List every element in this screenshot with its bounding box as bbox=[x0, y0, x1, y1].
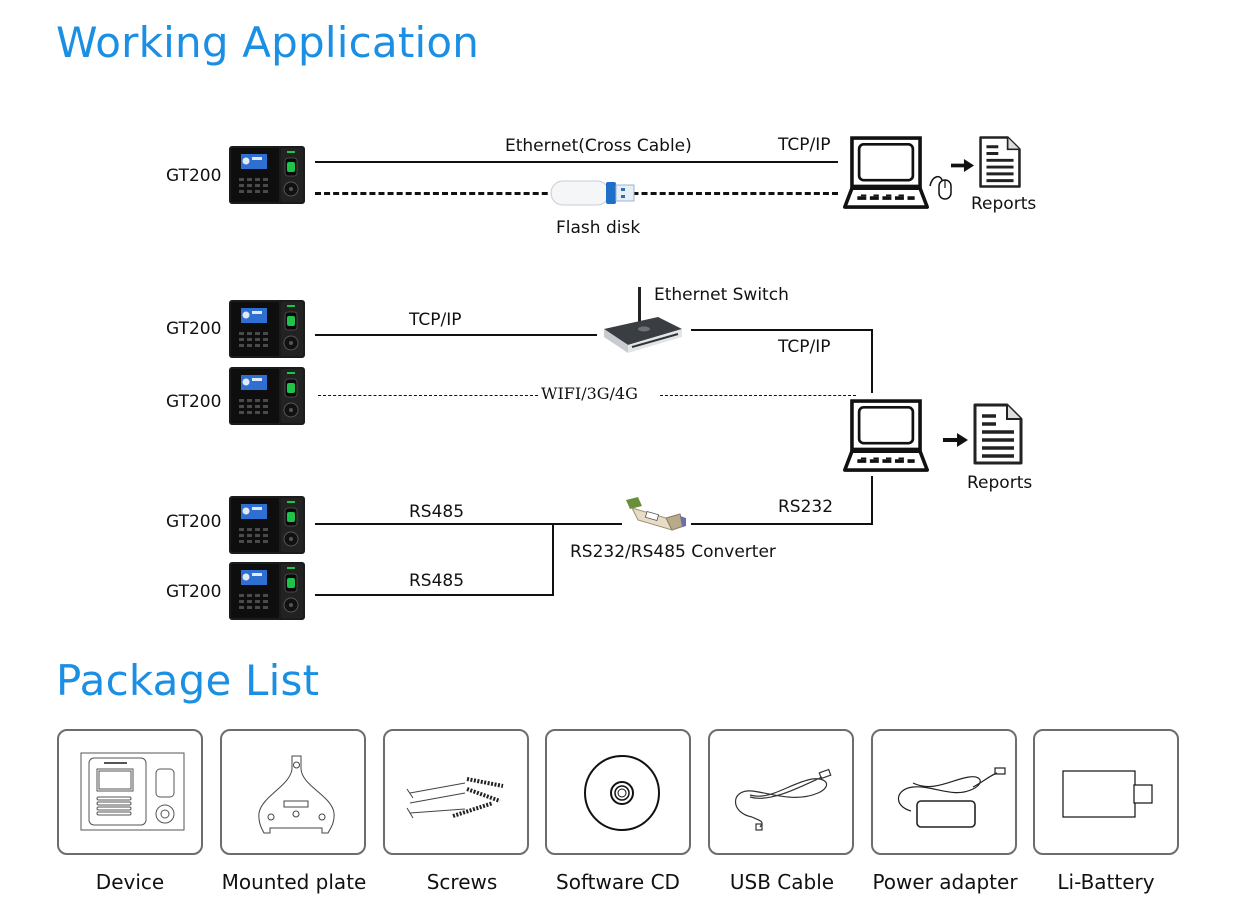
fingerprint-terminal-icon bbox=[229, 496, 305, 554]
package-item-software-cd bbox=[545, 729, 691, 855]
flash-disk-label: Flash disk bbox=[556, 218, 641, 238]
package-item-device bbox=[57, 729, 203, 855]
package-label-device: Device bbox=[95, 870, 165, 894]
arrow-right-icon bbox=[943, 432, 969, 448]
reports-label: Reports bbox=[971, 194, 1037, 214]
device-label: GT200 bbox=[166, 392, 222, 412]
switch-to-pc-line bbox=[871, 329, 873, 393]
device-label: GT200 bbox=[166, 582, 222, 602]
report-document-icon bbox=[978, 134, 1022, 190]
tcpip-line-left bbox=[315, 334, 597, 336]
device-label: GT200 bbox=[166, 319, 222, 339]
ethernet-switch-label: Ethernet Switch bbox=[654, 285, 789, 305]
rs485-bus-line bbox=[552, 523, 554, 596]
reports-label: Reports bbox=[967, 473, 1033, 493]
tcpip-label: TCP/IP bbox=[778, 135, 831, 155]
package-label-usb-cable: USB Cable bbox=[729, 870, 835, 894]
tcpip-left-label: TCP/IP bbox=[409, 310, 462, 330]
rs485-line-top bbox=[315, 523, 622, 525]
fingerprint-terminal-icon bbox=[229, 367, 305, 425]
device-label: GT200 bbox=[166, 166, 222, 186]
package-item-mounted-plate bbox=[220, 729, 366, 855]
working-application-title: Working Application bbox=[56, 18, 480, 67]
cd-icon bbox=[584, 755, 660, 831]
screws-icon bbox=[406, 777, 504, 819]
computer-icon bbox=[843, 394, 929, 478]
ethernet-cross-cable-label: Ethernet(Cross Cable) bbox=[505, 136, 692, 156]
tcpip-line-right bbox=[691, 329, 873, 331]
fingerprint-terminal-icon bbox=[229, 300, 305, 358]
wireless-dashed-line-left bbox=[318, 395, 538, 396]
tcpip-right-label: TCP/IP bbox=[778, 337, 831, 357]
rs232-rs485-converter-icon bbox=[626, 497, 686, 531]
ethernet-switch-icon bbox=[604, 287, 682, 353]
device-icon bbox=[80, 752, 185, 831]
pc-to-rs232-line bbox=[871, 476, 873, 525]
ethernet-cable-line bbox=[315, 161, 838, 163]
computer-icon bbox=[843, 131, 929, 215]
power-adapter-icon bbox=[897, 767, 1006, 828]
usb-flash-disk-icon bbox=[550, 180, 635, 206]
package-label-software-cd: Software CD bbox=[556, 870, 680, 894]
package-label-power-adapter: Power adapter bbox=[872, 870, 1018, 894]
converter-label: RS232/RS485 Converter bbox=[570, 542, 776, 562]
mounting-plate-icon bbox=[258, 755, 335, 834]
package-item-li-battery bbox=[1033, 729, 1179, 855]
package-item-power-adapter bbox=[871, 729, 1017, 855]
fingerprint-terminal-icon bbox=[229, 146, 305, 204]
device-label: GT200 bbox=[166, 512, 222, 532]
mouse-icon bbox=[929, 175, 952, 200]
battery-icon bbox=[1062, 770, 1153, 818]
rs485-line-bottom bbox=[315, 594, 554, 596]
package-list-title: Package List bbox=[56, 656, 320, 705]
rs485-top-label: RS485 bbox=[409, 502, 465, 522]
fingerprint-terminal-icon bbox=[229, 562, 305, 620]
usb-cable-icon bbox=[735, 768, 832, 831]
report-document-icon bbox=[972, 402, 1024, 466]
package-item-screws bbox=[383, 729, 529, 855]
wireless-label: WIFI/3G/4G bbox=[541, 384, 638, 403]
rs232-line bbox=[691, 523, 873, 525]
package-item-usb-cable bbox=[708, 729, 854, 855]
rs232-label: RS232 bbox=[778, 497, 834, 517]
package-label-li-battery: Li-Battery bbox=[1057, 870, 1155, 894]
package-label-screws: Screws bbox=[426, 870, 498, 894]
arrow-right-icon bbox=[951, 158, 975, 173]
package-label-mounted-plate: Mounted plate bbox=[221, 870, 367, 894]
wireless-dashed-line-right bbox=[660, 395, 856, 396]
rs485-bottom-label: RS485 bbox=[409, 571, 465, 591]
